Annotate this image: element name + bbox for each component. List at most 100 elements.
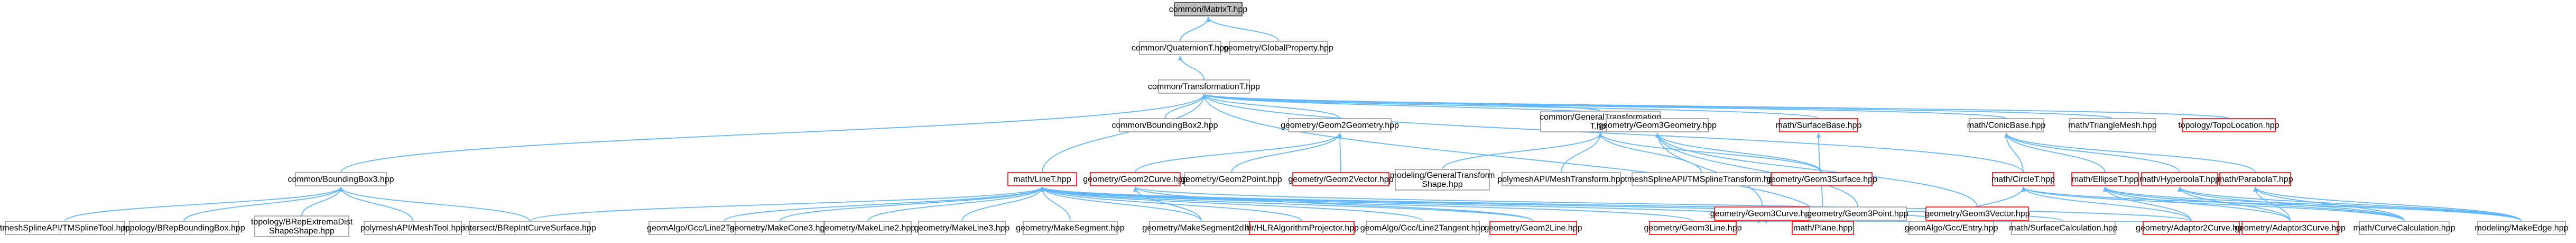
- graph-node-transformation[interactable]: common/TransformationT.hpp: [1148, 79, 1260, 94]
- dependency-edge: [183, 186, 343, 222]
- graph-node-geom3curve[interactable]: geometry/Geom3Curve.hpp: [1710, 206, 1815, 221]
- node-box: [1184, 172, 1279, 186]
- node-box: [2182, 118, 2276, 132]
- node-label: geometry/Geom3Point.hpp: [1807, 210, 1908, 219]
- dependency-edge: [2103, 186, 2522, 222]
- graph-node-geom3surface[interactable]: geometry/Geom3Surface.hpp: [1766, 172, 1877, 186]
- dependency-edge: [1202, 94, 2024, 173]
- graph-node-intersectbrep[interactable]: intersect/BRepIntCurveSurface.hpp: [463, 221, 596, 235]
- graph-node-geom2geometry[interactable]: geometry/Geom2Geometry.hpp: [1281, 118, 1399, 132]
- graph-node-geom3geometry[interactable]: geometry/Geom3Geometry.hpp: [1598, 118, 1717, 132]
- graph-node-gccline2tan[interactable]: geomAlgo/Gcc/Line2Tangent.hpp: [1360, 221, 1486, 235]
- graph-node-parabolat[interactable]: math/ParabolaT.hpp: [2217, 172, 2293, 186]
- node-box: [364, 221, 462, 235]
- dependency-edge: [1231, 132, 1342, 173]
- graph-node-surfacecalc[interactable]: math/SurfaceCalculation.hpp: [2009, 221, 2118, 235]
- graph-node-makecone3[interactable]: geometry/MakeCone3.hpp: [730, 221, 830, 235]
- dependency-edge: [1042, 94, 1206, 173]
- node-box: [2141, 172, 2218, 186]
- node-label: math/SurfaceCalculation.hpp: [2009, 224, 2118, 233]
- dependency-edge: [1202, 94, 2229, 119]
- dependency-edge: [1202, 94, 1823, 222]
- node-box: [1489, 221, 1577, 235]
- node-box: [1649, 221, 1737, 235]
- node-label: tmeshSplineAPI/TMSplineTool.hpp: [0, 224, 130, 233]
- node-label: geometry/GlobalProperty.hpp: [1224, 44, 1333, 53]
- node-box: [1502, 172, 1621, 186]
- dependency-edge: [1133, 186, 1534, 222]
- graph-node-makeline3[interactable]: geometry/MakeLine3.hpp: [914, 221, 1010, 235]
- node-label: geometry/Geom2Curve.hpp: [1083, 175, 1188, 184]
- graph-node-polymeshtool[interactable]: polymeshAPI/MeshTool.hpp: [360, 221, 465, 235]
- graph-node-geom2line[interactable]: geometry/Geom2Line.hpp: [1485, 221, 1582, 235]
- dependency-edge: [1598, 132, 1822, 173]
- graph-node-makesegment[interactable]: geometry/MakeSegment.hpp: [1016, 221, 1125, 235]
- graph-node-topolocation[interactable]: topology/TopoLocation.hpp: [2178, 118, 2280, 132]
- dependency-edge: [2177, 186, 2291, 222]
- graph-node-geom3vector[interactable]: geometry/Geom3Vector.hpp: [1924, 206, 2030, 221]
- edge-layer: [64, 16, 2522, 223]
- dependency-edge: [1040, 186, 1302, 222]
- graph-node-linet[interactable]: math/LineT.hpp: [1007, 172, 1077, 186]
- graph-node-conicbase[interactable]: math/ConicBase.hpp: [1967, 118, 2046, 132]
- graph-node-globalprop[interactable]: geometry/GlobalProperty.hpp: [1224, 41, 1333, 55]
- node-box: [1779, 118, 1858, 132]
- node-label: geometry/MakeLine2.hpp: [820, 224, 916, 233]
- graph-node-hlralgoproj[interactable]: hlr/HLRAlgorithmProjector.hpp: [1245, 221, 1359, 235]
- node-label: math/HyperbolaT.hpp: [2139, 175, 2220, 184]
- dependency-edge: [2103, 186, 2405, 222]
- dependency-edge: [2177, 186, 2405, 222]
- graph-node-curvecalc[interactable]: math/CurveCalculation.hpp: [2353, 221, 2455, 235]
- graph-node-makeline2[interactable]: geometry/MakeLine2.hpp: [820, 221, 916, 235]
- node-label: geometry/MakeSegment2d.hpp: [1142, 224, 1260, 233]
- graph-node-bbox2[interactable]: common/BoundingBox2.hpp: [1111, 118, 1218, 132]
- graph-node-geom3point[interactable]: geometry/Geom3Point.hpp: [1807, 206, 1908, 221]
- dependency-edge: [1338, 132, 1342, 173]
- graph-node-tmeshsplinetransform[interactable]: tmeshSplineAPI/TMSplineTransform.hpp: [1625, 172, 1778, 186]
- dependency-edge: [1133, 186, 2192, 222]
- node-label: common/TransformationT.hpp: [1148, 83, 1260, 92]
- node-box: [1090, 172, 1181, 186]
- graph-node-quaternion[interactable]: common/QuaternionT.hpp: [1132, 41, 1229, 55]
- graph-node-geom2vector[interactable]: geometry/Geom2Vector.hpp: [1288, 172, 1394, 186]
- graph-node-toporepbbox[interactable]: topology/BRepBoundingBox.hpp: [123, 221, 245, 235]
- node-box: [2477, 221, 2566, 235]
- graph-node-hyperbolat[interactable]: math/HyperbolaT.hpp: [2139, 172, 2220, 186]
- graph-node-polymeshtransform[interactable]: polymeshAPI/MeshTransform.hpp: [1497, 172, 1625, 186]
- graph-node-gccentry[interactable]: geomAlgo/Gcc/Entry.hpp: [1905, 221, 1998, 235]
- graph-node-geom3line[interactable]: geometry/Geom3Line.hpp: [1644, 221, 1742, 235]
- graph-node-adaptor2curve[interactable]: geometry/Adaptor2Curve.hpp: [2136, 221, 2247, 235]
- graph-node-surfacebase[interactable]: math/SurfaceBase.hpp: [1776, 118, 1862, 132]
- graph-node-makeedge[interactable]: modeling/MakeEdge.hpp: [2475, 221, 2569, 235]
- graph-node-tmeshsplinetool[interactable]: tmeshSplineAPI/TMSplineTool.hpp: [0, 221, 130, 235]
- graph-node-makesegment2d[interactable]: geometry/MakeSegment2d.hpp: [1142, 221, 1261, 235]
- node-label: ShapeShape.hpp: [269, 227, 335, 236]
- node-box: [129, 221, 239, 235]
- node-label: tmeshSplineAPI/TMSplineTransform.hpp: [1625, 175, 1777, 184]
- node-box: [918, 221, 1006, 235]
- dependency-edge: [1135, 132, 1342, 173]
- node-label: topology/BRepBoundingBox.hpp: [123, 224, 245, 233]
- graph-node-adaptor3curve[interactable]: geometry/Adaptor3Curve.hpp: [2235, 221, 2346, 235]
- node-box: [295, 172, 387, 186]
- graph-node-ellipset[interactable]: math/EllipseT.hpp: [2071, 172, 2139, 186]
- graph-node-geom2point[interactable]: geometry/Geom2Point.hpp: [1181, 172, 1282, 186]
- graph-node-bbox3[interactable]: common/BoundingBox3.hpp: [288, 172, 394, 186]
- dependency-edge: [2021, 186, 2405, 222]
- dependency-edge: [1655, 132, 1763, 208]
- graph-node-trianglemesh[interactable]: math/TriangleMesh.hpp: [2068, 118, 2157, 132]
- graph-node-plane[interactable]: math/Plane.hpp: [1792, 221, 1854, 235]
- dependency-edge: [1180, 16, 1210, 42]
- node-box: [1969, 118, 2044, 132]
- dependency-edge: [1655, 132, 1822, 173]
- node-box: [735, 221, 824, 235]
- dependency-edge: [1202, 94, 1819, 119]
- node-label: polymeshAPI/MeshTool.hpp: [360, 224, 465, 233]
- node-label: modeling/MakeEdge.hpp: [2475, 224, 2568, 233]
- graph-node-circlet[interactable]: math/CircleT.hpp: [1991, 172, 2055, 186]
- node-label: geomAlgo/Gcc/Line2Tangent.hpp: [1360, 224, 1486, 233]
- dependency-edge: [2253, 186, 2405, 222]
- graph-node-geom2curve[interactable]: geometry/Geom2Curve.hpp: [1083, 172, 1188, 186]
